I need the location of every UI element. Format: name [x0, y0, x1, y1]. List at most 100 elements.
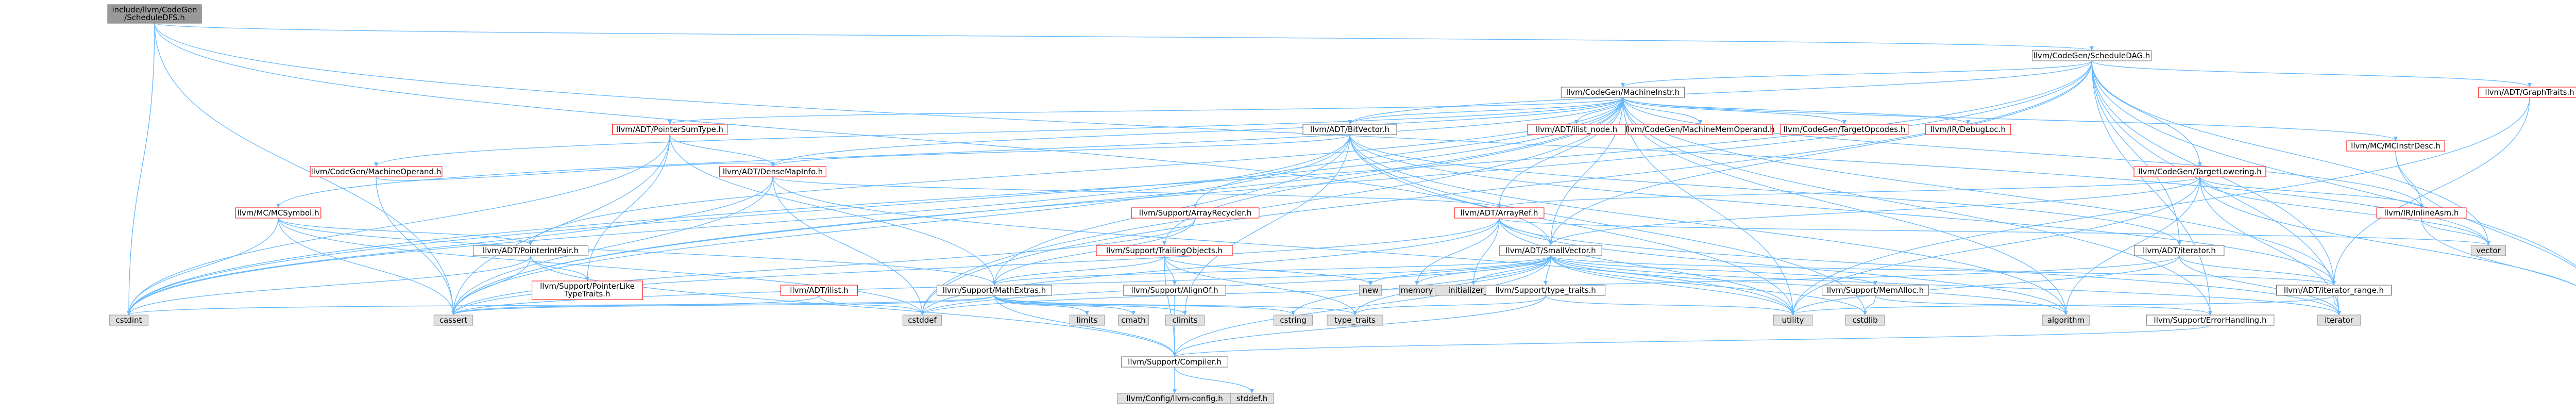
- node-box: [473, 245, 588, 256]
- dependency-edge: [1416, 255, 1551, 286]
- dependency-edge: [453, 218, 1500, 316]
- edge-arrowhead: [1173, 281, 1177, 285]
- dependency-edge: [1792, 255, 2180, 316]
- node-box: [532, 280, 643, 300]
- graph-node[interactable]: llvm/Support/ErrorHandling.h: [2146, 314, 2275, 326]
- dependency-edge: [1545, 295, 1793, 316]
- node-box: [719, 166, 826, 177]
- dependency-edge: [1499, 97, 1623, 208]
- dependency-edge: [1499, 218, 1793, 316]
- graph-node[interactable]: llvm/ADT/BitVector.h: [1302, 124, 1397, 135]
- dependency-edge: [278, 218, 995, 286]
- node-label: cstdlib: [1852, 316, 1877, 325]
- dependency-edge: [2091, 60, 2576, 267]
- node-label: vector: [2476, 246, 2501, 255]
- dependency-edge: [1550, 255, 1876, 286]
- dependency-edge: [154, 23, 1551, 246]
- graph-node[interactable]: llvm/ADT/PointerIntPair.h: [473, 245, 588, 256]
- dependency-edge: [994, 295, 1294, 316]
- graph-node[interactable]: llvm/CodeGen/TargetLowering.h: [2133, 166, 2266, 177]
- graph-node: iterator: [2317, 314, 2361, 326]
- node-label: new: [1362, 286, 1378, 295]
- edge-arrowhead: [1549, 241, 1553, 245]
- dependency-edge: [278, 218, 454, 316]
- graph-node[interactable]: llvm/CodeGen/MachineInstr.h: [1561, 87, 1685, 98]
- node-label: cstdint: [115, 316, 142, 325]
- graph-node[interactable]: llvm/MC/MCInstrDesc.h: [2346, 140, 2445, 152]
- node-box: [1118, 314, 1149, 326]
- node-box: [1359, 285, 1382, 296]
- node-label: algorithm: [2047, 316, 2084, 325]
- dependency-edge: [1164, 255, 1355, 316]
- edge-arrowhead: [1368, 281, 1372, 285]
- dependency-edge: [1349, 134, 2334, 286]
- node-label: llvm/ADT/BitVector.h: [1310, 125, 1389, 134]
- graph-node[interactable]: llvm/ADT/PointerSumType.h: [612, 124, 727, 135]
- dependency-edge: [1550, 255, 2066, 316]
- node-label: type_traits: [1334, 316, 1376, 325]
- edge-arrowhead: [2528, 83, 2532, 87]
- graph-node[interactable]: llvm/Support/MemAlloc.h: [1822, 285, 1929, 296]
- graph-node[interactable]: llvm/Support/Compiler.h: [1121, 356, 1228, 368]
- node-label: llvm/ADT/PointerSumType.h: [616, 125, 723, 134]
- dependency-edge: [1349, 97, 1623, 125]
- dependency-edge: [453, 134, 670, 316]
- graph-node[interactable]: llvm/CodeGen/TargetOpcodes.h: [1780, 124, 1909, 135]
- graph-node[interactable]: llvm/ADT/ArrayRef.h: [1454, 207, 1545, 219]
- node-box: [1327, 314, 1383, 326]
- node-box: [1123, 285, 1226, 296]
- dependency-edge: [587, 134, 670, 281]
- edge-arrowhead: [1085, 311, 1089, 315]
- dependency-edge: [128, 60, 2092, 316]
- dependency-edge: [1550, 255, 1866, 316]
- graph-node[interactable]: llvm/CodeGen/MachineMemOperand.h: [1625, 124, 1775, 135]
- graph-node[interactable]: include/llvm/CodeGen/ScheduleDFS.h: [107, 4, 202, 24]
- graph-node[interactable]: llvm/Support/type_traits.h: [1485, 285, 1606, 296]
- graph-node[interactable]: llvm/CodeGen/MachineOperand.h: [310, 166, 443, 177]
- graph-node[interactable]: llvm/Support/TrailingObjects.h: [1096, 245, 1233, 256]
- graph-node[interactable]: llvm/ADT/DenseMapInfo.h: [719, 166, 826, 177]
- dependency-edge: [1622, 97, 2211, 316]
- node-label: cmath: [1121, 316, 1145, 325]
- node-box: [1131, 207, 1260, 219]
- dependency-edge: [772, 176, 1500, 208]
- graph-node[interactable]: llvm/ADT/iterator_range.h: [2276, 285, 2392, 296]
- node-label: llvm/Support/TrailingObjects.h: [1106, 246, 1223, 255]
- graph-node[interactable]: llvm/ADT/SmallVector.h: [1499, 245, 1602, 256]
- node-box: [1230, 393, 1274, 404]
- graph-node[interactable]: llvm/ADT/ilist_node.h: [1527, 124, 1626, 135]
- graph-node[interactable]: llvm/Support/MathExtras.h: [937, 285, 1052, 296]
- graph-node[interactable]: llvm/IR/DebugLoc.h: [1925, 124, 2011, 135]
- dependency-edge: [1550, 255, 2334, 286]
- dependency-edge: [1622, 97, 2066, 316]
- edge-arrowhead: [2332, 281, 2336, 285]
- graph-node[interactable]: llvm/CodeGen/ScheduleDAG.h: [2031, 50, 2152, 61]
- graph-node[interactable]: llvm/MC/MCSymbol.h: [235, 207, 321, 219]
- graph-node[interactable]: llvm/Support/ArrayRecycler.h: [1131, 207, 1260, 219]
- graph-node: cassert: [433, 314, 473, 326]
- graph-node[interactable]: llvm/ADT/iterator.h: [2134, 245, 2225, 256]
- edge-arrowhead: [2208, 311, 2212, 315]
- dependency-edge: [2333, 97, 2530, 286]
- edge-arrowhead: [1183, 311, 1187, 315]
- edge-arrowhead: [127, 311, 131, 315]
- node-label: llvm/CodeGen/TargetOpcodes.h: [1784, 125, 1906, 134]
- dependency-edge: [1499, 218, 2066, 316]
- node-box: [1628, 124, 1773, 135]
- edge-arrowhead: [2090, 46, 2094, 51]
- edge-arrowhead: [1415, 281, 1419, 285]
- graph-node: utility: [1773, 314, 1813, 326]
- graph-node[interactable]: llvm/ADT/GraphTraits.h: [2478, 87, 2576, 98]
- graph-node[interactable]: llvm/ADT/ilist.h: [780, 285, 858, 296]
- node-box: [1485, 285, 1606, 296]
- graph-node[interactable]: llvm/Support/AlignOf.h: [1123, 285, 1226, 296]
- node-box: [1302, 124, 1397, 135]
- node-box: [2146, 314, 2275, 326]
- node-box: [433, 314, 473, 326]
- graph-node: cstring: [1273, 314, 1313, 326]
- dependency-edge: [128, 176, 773, 316]
- node-box: [1165, 314, 1205, 326]
- edge-arrowhead: [529, 241, 533, 245]
- graph-node[interactable]: llvm/IR/InlineAsm.h: [2376, 207, 2467, 219]
